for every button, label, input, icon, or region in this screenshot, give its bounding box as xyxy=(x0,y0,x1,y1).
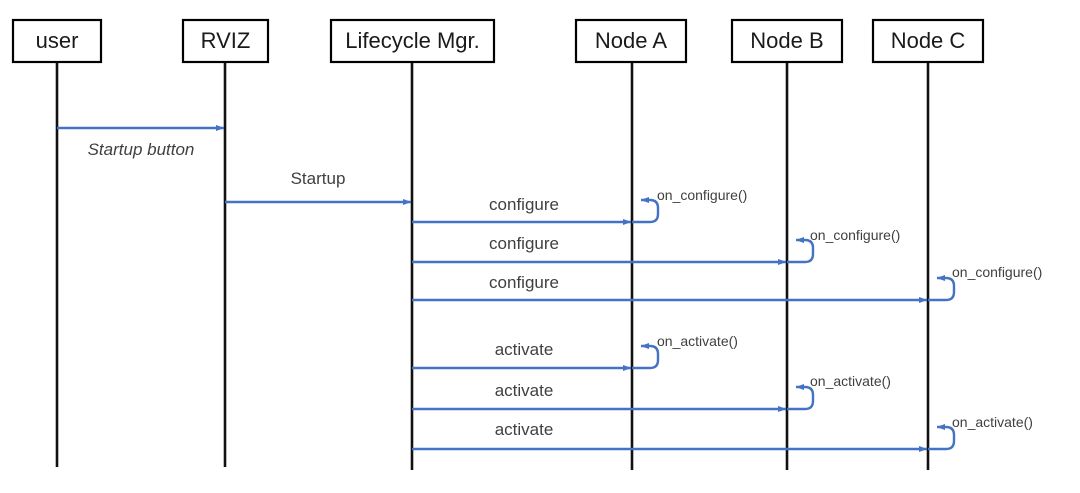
actor-label-node_c: Node C xyxy=(891,28,966,53)
actor-label-node_b: Node B xyxy=(750,28,823,53)
message-label-m7: activate xyxy=(495,381,554,400)
self-message-loop-s3 xyxy=(928,274,956,302)
self-message-label-s6: on_activate() xyxy=(952,414,1033,430)
actor-box-node_c[interactable] xyxy=(871,18,985,64)
actor-label-lifecycle_mgr: Lifecycle Mgr. xyxy=(345,28,480,53)
self-message-loop-s2 xyxy=(787,236,815,264)
lifelines-group xyxy=(55,62,930,470)
actor-box-user[interactable] xyxy=(11,18,103,64)
message-label-m3: configure xyxy=(489,195,559,214)
actor-box-lifecycle_mgr[interactable] xyxy=(329,18,496,64)
actor-box-node_a[interactable] xyxy=(574,18,688,64)
message-label-m1: Startup button xyxy=(88,140,195,159)
self-message-label-s4: on_activate() xyxy=(657,333,738,349)
actor-label-node_a: Node A xyxy=(595,28,667,53)
actor-boxes-group: user RVIZ Lifecycle Mgr. Node A Node B Node C xyxy=(11,18,985,64)
actor-box-rviz[interactable] xyxy=(181,18,270,64)
self-message-label-s1: on_configure() xyxy=(657,187,747,203)
self-message-loop-s4 xyxy=(632,342,660,370)
self-message-loop-s6 xyxy=(928,423,956,451)
self-message-loop-s1 xyxy=(632,196,660,224)
self-messages-group: on_configure() on_configure() on_configure… xyxy=(632,187,1042,451)
message-label-m4: configure xyxy=(489,234,559,253)
message-label-m6: activate xyxy=(495,340,554,359)
self-message-label-s2: on_configure() xyxy=(810,227,900,243)
message-label-m8: activate xyxy=(495,420,554,439)
self-message-label-s3: on_configure() xyxy=(952,264,1042,280)
message-label-m2: Startup xyxy=(291,169,346,188)
self-message-loop-s5 xyxy=(787,383,815,411)
message-label-m5: configure xyxy=(489,273,559,292)
actor-label-user: user xyxy=(36,28,79,53)
self-message-label-s5: on_activate() xyxy=(810,373,891,389)
actor-box-node_b[interactable] xyxy=(730,18,844,64)
actor-label-rviz: RVIZ xyxy=(201,28,251,53)
